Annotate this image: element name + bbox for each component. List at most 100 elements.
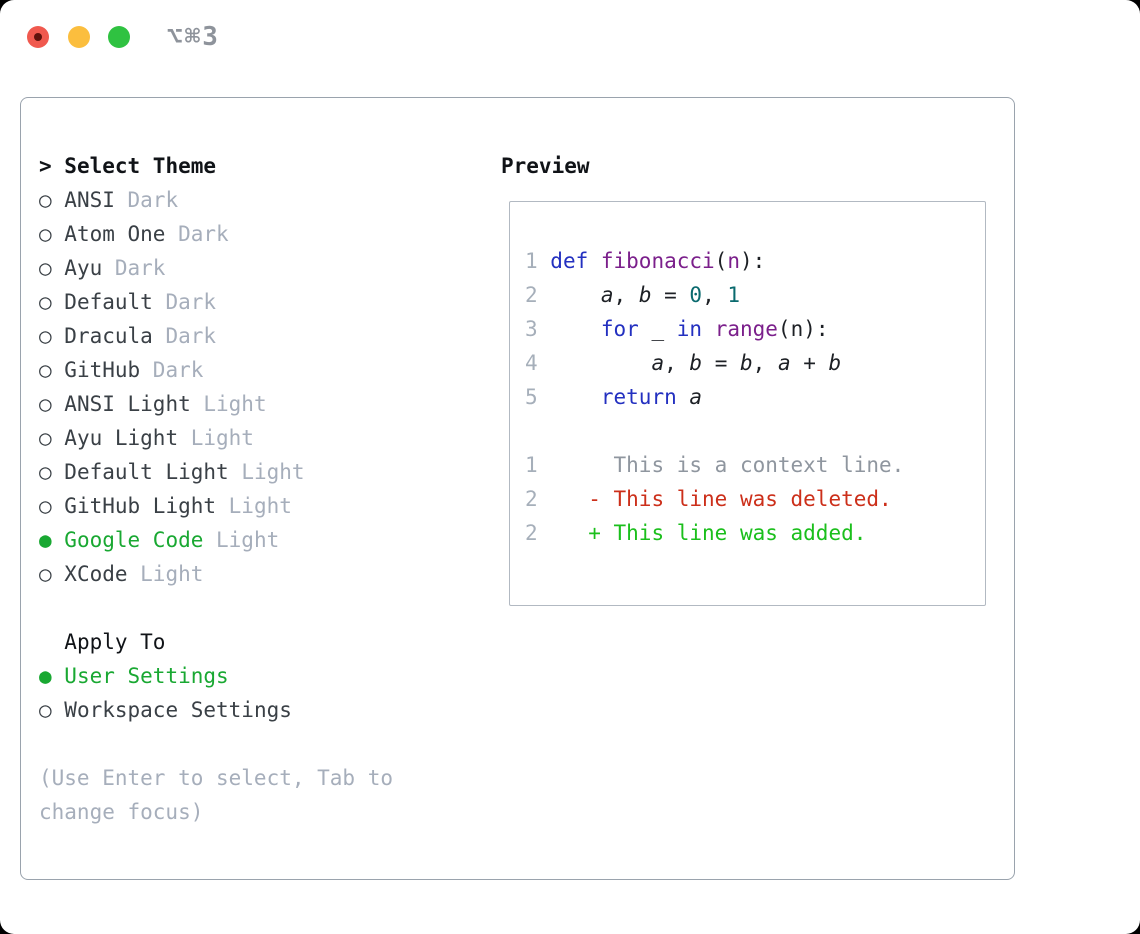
code-token-pln: , (613, 283, 639, 307)
code-token-pln: _ (638, 317, 677, 341)
theme-item[interactable]: ○ Ayu Light Light (39, 421, 393, 455)
theme-list: ○ ANSI Dark○ Atom One Dark○ Ayu Dark○ De… (39, 183, 393, 591)
window-title: ⌥⌘3 (167, 22, 220, 52)
code-token-pln (550, 351, 651, 375)
diff-line: 2 - This line was deleted. (525, 482, 977, 516)
code-token-var: a (600, 283, 614, 307)
theme-name: Dracula (64, 324, 153, 348)
code-token-pln: = (651, 283, 690, 307)
code-line: 5 return a (525, 380, 977, 414)
line-number: 2 (525, 283, 551, 307)
theme-item[interactable]: ○ ANSI Light Light (39, 387, 393, 421)
theme-variant-badge: Dark (140, 358, 204, 382)
radio-unselected-icon: ○ (39, 426, 65, 450)
code-token-pln: = (702, 351, 740, 375)
code-token-kw: in (676, 317, 703, 341)
diff-line: 2 + This line was added. (525, 516, 977, 550)
radio-unselected-icon: ○ (39, 256, 65, 280)
theme-variant-badge: Light (178, 426, 254, 450)
theme-variant-badge: Light (190, 392, 267, 416)
code-token-fn: range (714, 317, 778, 341)
theme-item[interactable]: ○ Dracula Dark (39, 319, 393, 353)
theme-item[interactable]: ○ Atom One Dark (39, 217, 393, 251)
theme-variant-badge: Dark (165, 222, 229, 246)
line-number: 1 (525, 249, 551, 273)
theme-item[interactable]: ○ Default Light Light (39, 455, 393, 489)
line-number: 5 (525, 385, 551, 409)
minimize-button[interactable] (68, 26, 90, 48)
code-token-pln: ( (714, 249, 728, 273)
radio-unselected-icon: ○ (39, 494, 65, 518)
radio-unselected-icon: ○ (39, 562, 65, 586)
code-token-pln (702, 317, 715, 341)
theme-list-column: > Select Theme ○ ANSI Dark○ Atom One Dar… (39, 149, 393, 829)
line-number: 2 (525, 487, 551, 511)
diff-line: 1 This is a context line. (525, 448, 977, 482)
theme-item[interactable]: ○ Default Dark (39, 285, 393, 319)
theme-item[interactable]: ○ GitHub Dark (39, 353, 393, 387)
apply-to-header: Apply To (64, 630, 166, 654)
radio-selected-icon: ● (39, 528, 65, 552)
code-token-kw: def (550, 249, 601, 273)
line-number: 1 (525, 453, 551, 477)
theme-name: Atom One (64, 222, 166, 246)
spacer (39, 727, 393, 761)
code-token-pln: , (752, 351, 778, 375)
theme-item[interactable]: ○ GitHub Light Light (39, 489, 393, 523)
radio-unselected-icon: ○ (39, 460, 65, 484)
code-token-fn: fibonacci (600, 249, 715, 273)
theme-name: XCode (64, 562, 128, 586)
code-token-pln: ): (739, 249, 766, 273)
radio-unselected-icon: ○ (39, 392, 65, 416)
code-token-var: b (828, 351, 842, 375)
code-token-var: a (651, 351, 665, 375)
code-token-pln: (n): (777, 317, 829, 341)
theme-item[interactable]: ○ XCode Light (39, 557, 393, 591)
radio-unselected-icon: ○ (39, 358, 65, 382)
code-token-var: a (689, 385, 703, 409)
theme-variant-badge: Light (127, 562, 204, 586)
help-text-line-1: (Use Enter to select, Tab to (39, 766, 394, 790)
radio-unselected-icon: ○ (39, 290, 65, 314)
radio-selected-icon: ● (39, 664, 65, 688)
apply-option-label: User Settings (64, 664, 229, 688)
help-text-line-2: change focus) (39, 800, 204, 824)
maximize-button[interactable] (108, 26, 130, 48)
theme-variant-badge: Light (228, 460, 305, 484)
theme-name: Default (64, 290, 153, 314)
theme-item[interactable]: ● Google Code Light (39, 523, 393, 557)
theme-name: Ayu (64, 256, 103, 280)
code-token-num: 1 (727, 283, 741, 307)
code-line: 3 for _ in range(n): (525, 312, 977, 346)
select-theme-header-label: Select Theme (64, 154, 217, 178)
code-line: 2 a, b = 0, 1 (525, 278, 977, 312)
radio-unselected-icon: ○ (39, 698, 65, 722)
theme-variant-badge: Dark (114, 188, 179, 212)
theme-name: Default Light (64, 460, 229, 484)
apply-option-label: Workspace Settings (64, 698, 292, 722)
apply-option[interactable]: ● User Settings (39, 659, 393, 693)
theme-item[interactable]: ○ Ayu Dark (39, 251, 393, 285)
theme-name: Ayu Light (64, 426, 179, 450)
close-button[interactable] (27, 26, 49, 48)
code-line: 1 def fibonacci(n): (525, 244, 977, 278)
line-number: 3 (525, 317, 551, 341)
diff-block: 1 This is a context line.2 - This line w… (525, 448, 977, 550)
select-theme-header: > Select Theme (39, 149, 393, 183)
code-token-add: + This line was added. (550, 521, 867, 545)
code-token-kw: return (600, 385, 677, 409)
apply-option[interactable]: ○ Workspace Settings (39, 693, 393, 727)
radio-unselected-icon: ○ (39, 222, 65, 246)
theme-picker-panel: > Select Theme ○ ANSI Dark○ Atom One Dar… (20, 97, 1015, 880)
theme-variant-badge: Light (203, 528, 280, 552)
theme-item[interactable]: ○ ANSI Dark (39, 183, 393, 217)
theme-name: GitHub (64, 358, 141, 382)
line-number: 4 (525, 351, 551, 375)
code-token-del: - This line was deleted. (550, 487, 892, 511)
theme-name: GitHub Light (64, 494, 217, 518)
code-token-ctx: This is a context line. (550, 453, 905, 477)
code-token-pln (550, 317, 601, 341)
